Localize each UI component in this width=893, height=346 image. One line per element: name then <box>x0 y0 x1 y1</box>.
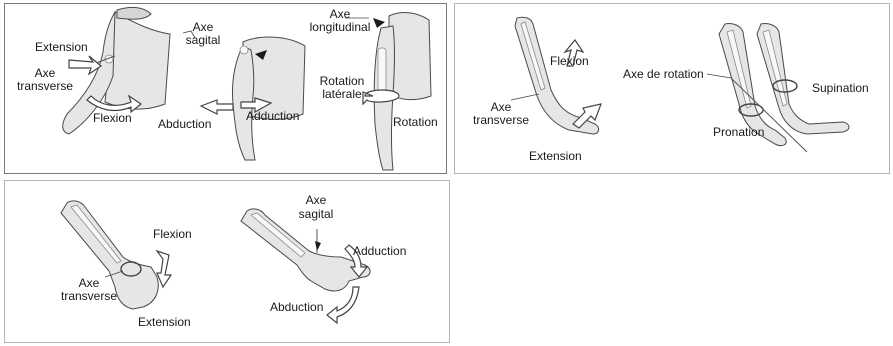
label-extension: Extension <box>35 41 88 54</box>
label-abduction: Abduction <box>158 118 211 131</box>
label-wrist-extension: Extension <box>138 316 191 329</box>
label-adduction: Adduction <box>246 110 299 123</box>
label-axe-sagital-2: sagital <box>177 34 229 47</box>
label-wrist-axe-sagital-1: Axe <box>297 194 335 207</box>
label-axe-transverse-2: transverse <box>17 80 73 93</box>
label-forearm-axe-2: transverse <box>471 114 531 127</box>
shoulder-movements-panel: Extension Axe transverse Flexion Axe sag… <box>4 3 447 174</box>
label-wrist-flexion: Flexion <box>153 228 192 241</box>
forearm-movements-panel: Flexion Axe transverse Extension Axe de … <box>454 3 890 174</box>
label-forearm-flexion: Flexion <box>550 55 589 68</box>
label-supination: Supination <box>812 82 869 95</box>
wrist-abduction-arrow <box>327 287 359 323</box>
label-forearm-extension: Extension <box>529 150 582 163</box>
label-axe-de-rotation: Axe de rotation <box>623 68 704 81</box>
label-rotation: Rotation <box>393 116 438 129</box>
label-wrist-adduction: Adduction <box>353 245 406 258</box>
wrist-movements-panel: Flexion Axe transverse Extension Axe sag… <box>4 180 450 343</box>
wrist-flexion-arrow <box>157 251 171 287</box>
torso-figure-3 <box>389 13 431 100</box>
label-wrist-abduction: Abduction <box>270 301 323 314</box>
shoulder-joint-2 <box>240 46 248 54</box>
label-wrist-axe-transverse-2: transverse <box>55 290 123 303</box>
wrist-illustration <box>5 181 451 344</box>
extension-arrow <box>69 56 101 74</box>
label-wrist-axe-sagital-2: sagital <box>289 208 343 221</box>
label-flexion: Flexion <box>93 112 132 125</box>
label-pronation: Pronation <box>713 126 764 139</box>
abduction-arrow <box>201 100 233 114</box>
neck-figure-1 <box>117 7 151 19</box>
label-rotation-laterale-2: latérale <box>313 88 371 101</box>
label-axe-longitudinal-2: longitudinal <box>303 21 377 34</box>
